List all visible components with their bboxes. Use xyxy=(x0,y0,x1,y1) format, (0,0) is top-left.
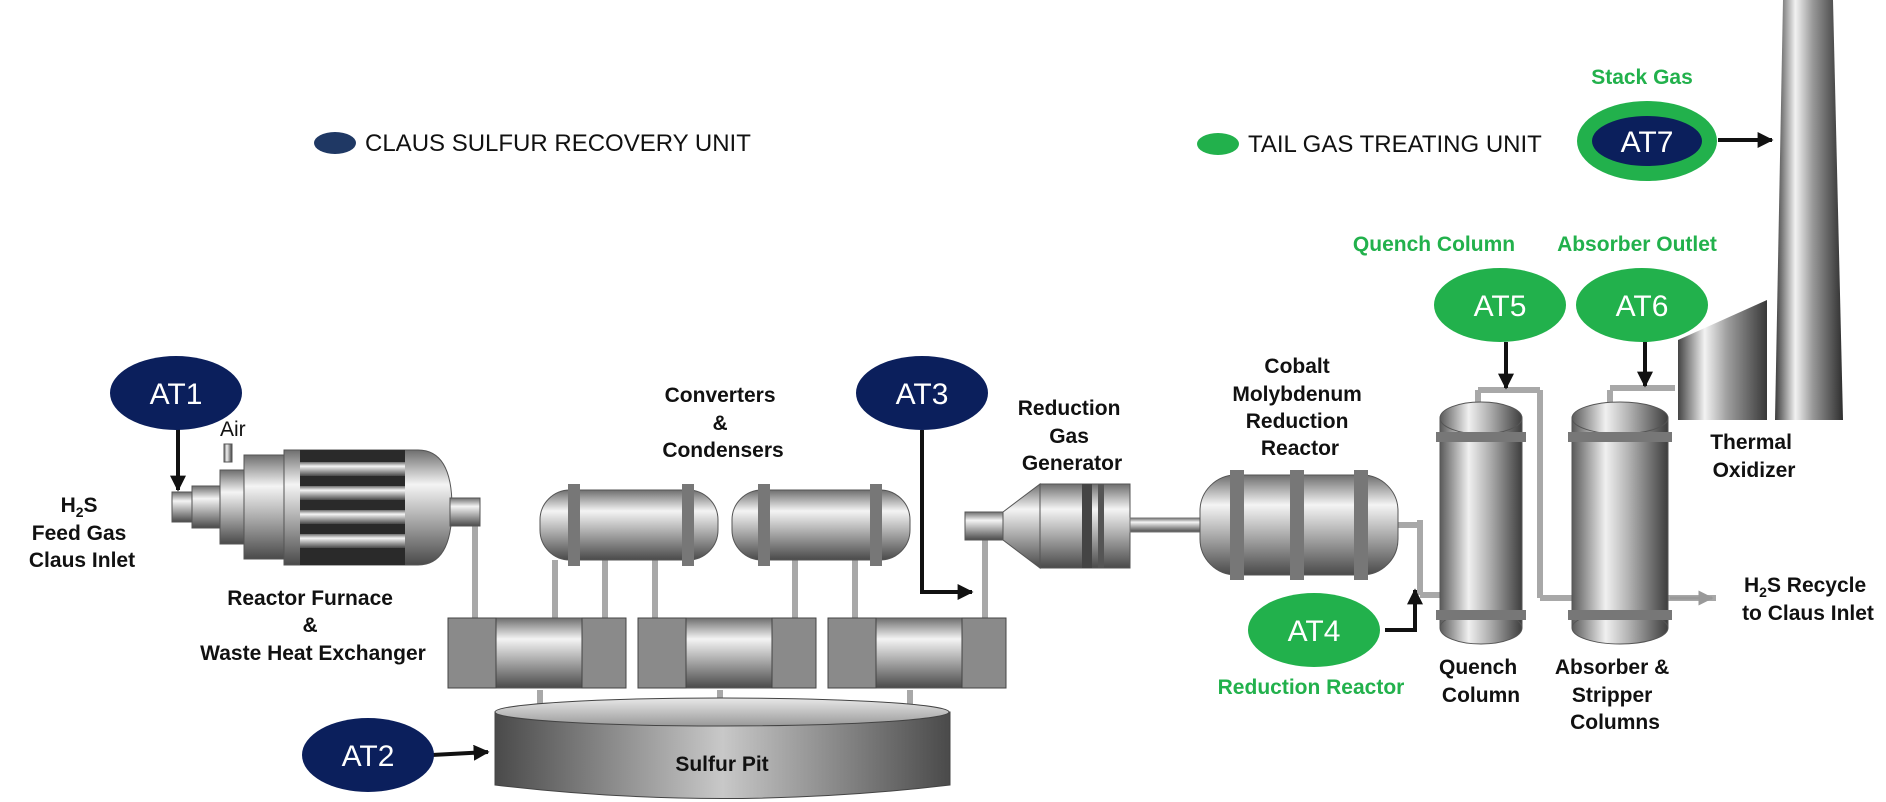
analyzer-at3-label: AT3 xyxy=(896,378,949,411)
analyzer-at2-label: AT2 xyxy=(342,740,395,773)
analyzer-at1-label: AT1 xyxy=(150,378,203,411)
analyzer-at7[interactable]: AT7 xyxy=(1577,101,1717,181)
cobalt-molybdenum-reactor xyxy=(1199,470,1399,580)
reactor-furnace-label: Reactor Furnace & Waste Heat Exchanger xyxy=(200,587,426,665)
legend-tgtu-label: TAIL GAS TREATING UNIT xyxy=(1248,131,1542,158)
thermal-oxidizer-stack xyxy=(1678,0,1843,420)
sulfur-pit-label: Sulfur Pit xyxy=(675,753,768,776)
converter-1 xyxy=(539,484,719,566)
converter-2 xyxy=(731,484,911,566)
legend-claus-label: CLAUS SULFUR RECOVERY UNIT xyxy=(365,130,751,157)
stack-gas-label: Stack Gas xyxy=(1591,66,1693,89)
reduction-gas-generator-label: Reduction Gas Generator xyxy=(1018,397,1127,475)
air-label: Air xyxy=(220,418,246,441)
reduction-gas-generator xyxy=(964,482,1201,570)
condenser-3 xyxy=(827,617,1007,689)
legend-tgtu: TAIL GAS TREATING UNIT xyxy=(1197,131,1542,158)
analyzer-at6[interactable]: AT6 xyxy=(1576,268,1708,342)
analyzer-at3[interactable]: AT3 xyxy=(856,356,988,430)
cobalt-reactor-label: Cobalt Molybdenum Reduction Reactor xyxy=(1232,355,1367,460)
condenser-1 xyxy=(447,617,627,689)
analyzer-at7-label: AT7 xyxy=(1621,126,1674,159)
h2s-recycle-label: H2S Recycle to Claus Inlet xyxy=(1742,574,1874,625)
quench-column xyxy=(1436,401,1526,645)
absorber-stripper-label: Absorber & Stripper Columns xyxy=(1555,656,1675,734)
analyzer-at1[interactable]: AT1 xyxy=(110,356,242,430)
condenser-2 xyxy=(637,617,817,689)
feed-gas-label: H2S Feed Gas Claus Inlet xyxy=(29,494,135,572)
absorber-outlet-label: Absorber Outlet xyxy=(1557,233,1717,256)
analyzer-at6-label: AT6 xyxy=(1616,290,1669,323)
analyzer-at4-label: AT4 xyxy=(1288,615,1341,648)
sulfur-pit xyxy=(494,697,951,799)
legend-claus: CLAUS SULFUR RECOVERY UNIT xyxy=(314,130,751,157)
legend-claus-swatch xyxy=(314,132,356,154)
analyzer-at5-label: AT5 xyxy=(1474,290,1527,323)
analyzer-at2[interactable]: AT2 xyxy=(302,718,434,792)
quench-column-label: Quench Column xyxy=(1439,656,1523,707)
legend-tgtu-swatch xyxy=(1197,133,1239,155)
reduction-reactor-label: Reduction Reactor xyxy=(1218,676,1405,699)
analyzer-at5[interactable]: AT5 xyxy=(1434,268,1566,342)
thermal-oxidizer-label: Thermal Oxidizer xyxy=(1710,431,1798,482)
converters-label: Converters & Condensers xyxy=(662,384,783,462)
reactor-furnace xyxy=(171,443,481,566)
analyzer-at4[interactable]: AT4 xyxy=(1248,593,1380,667)
absorber-stripper-columns xyxy=(1568,401,1672,645)
sample-arrows xyxy=(170,132,1774,761)
quench-column-green-label: Quench Column xyxy=(1353,233,1515,256)
